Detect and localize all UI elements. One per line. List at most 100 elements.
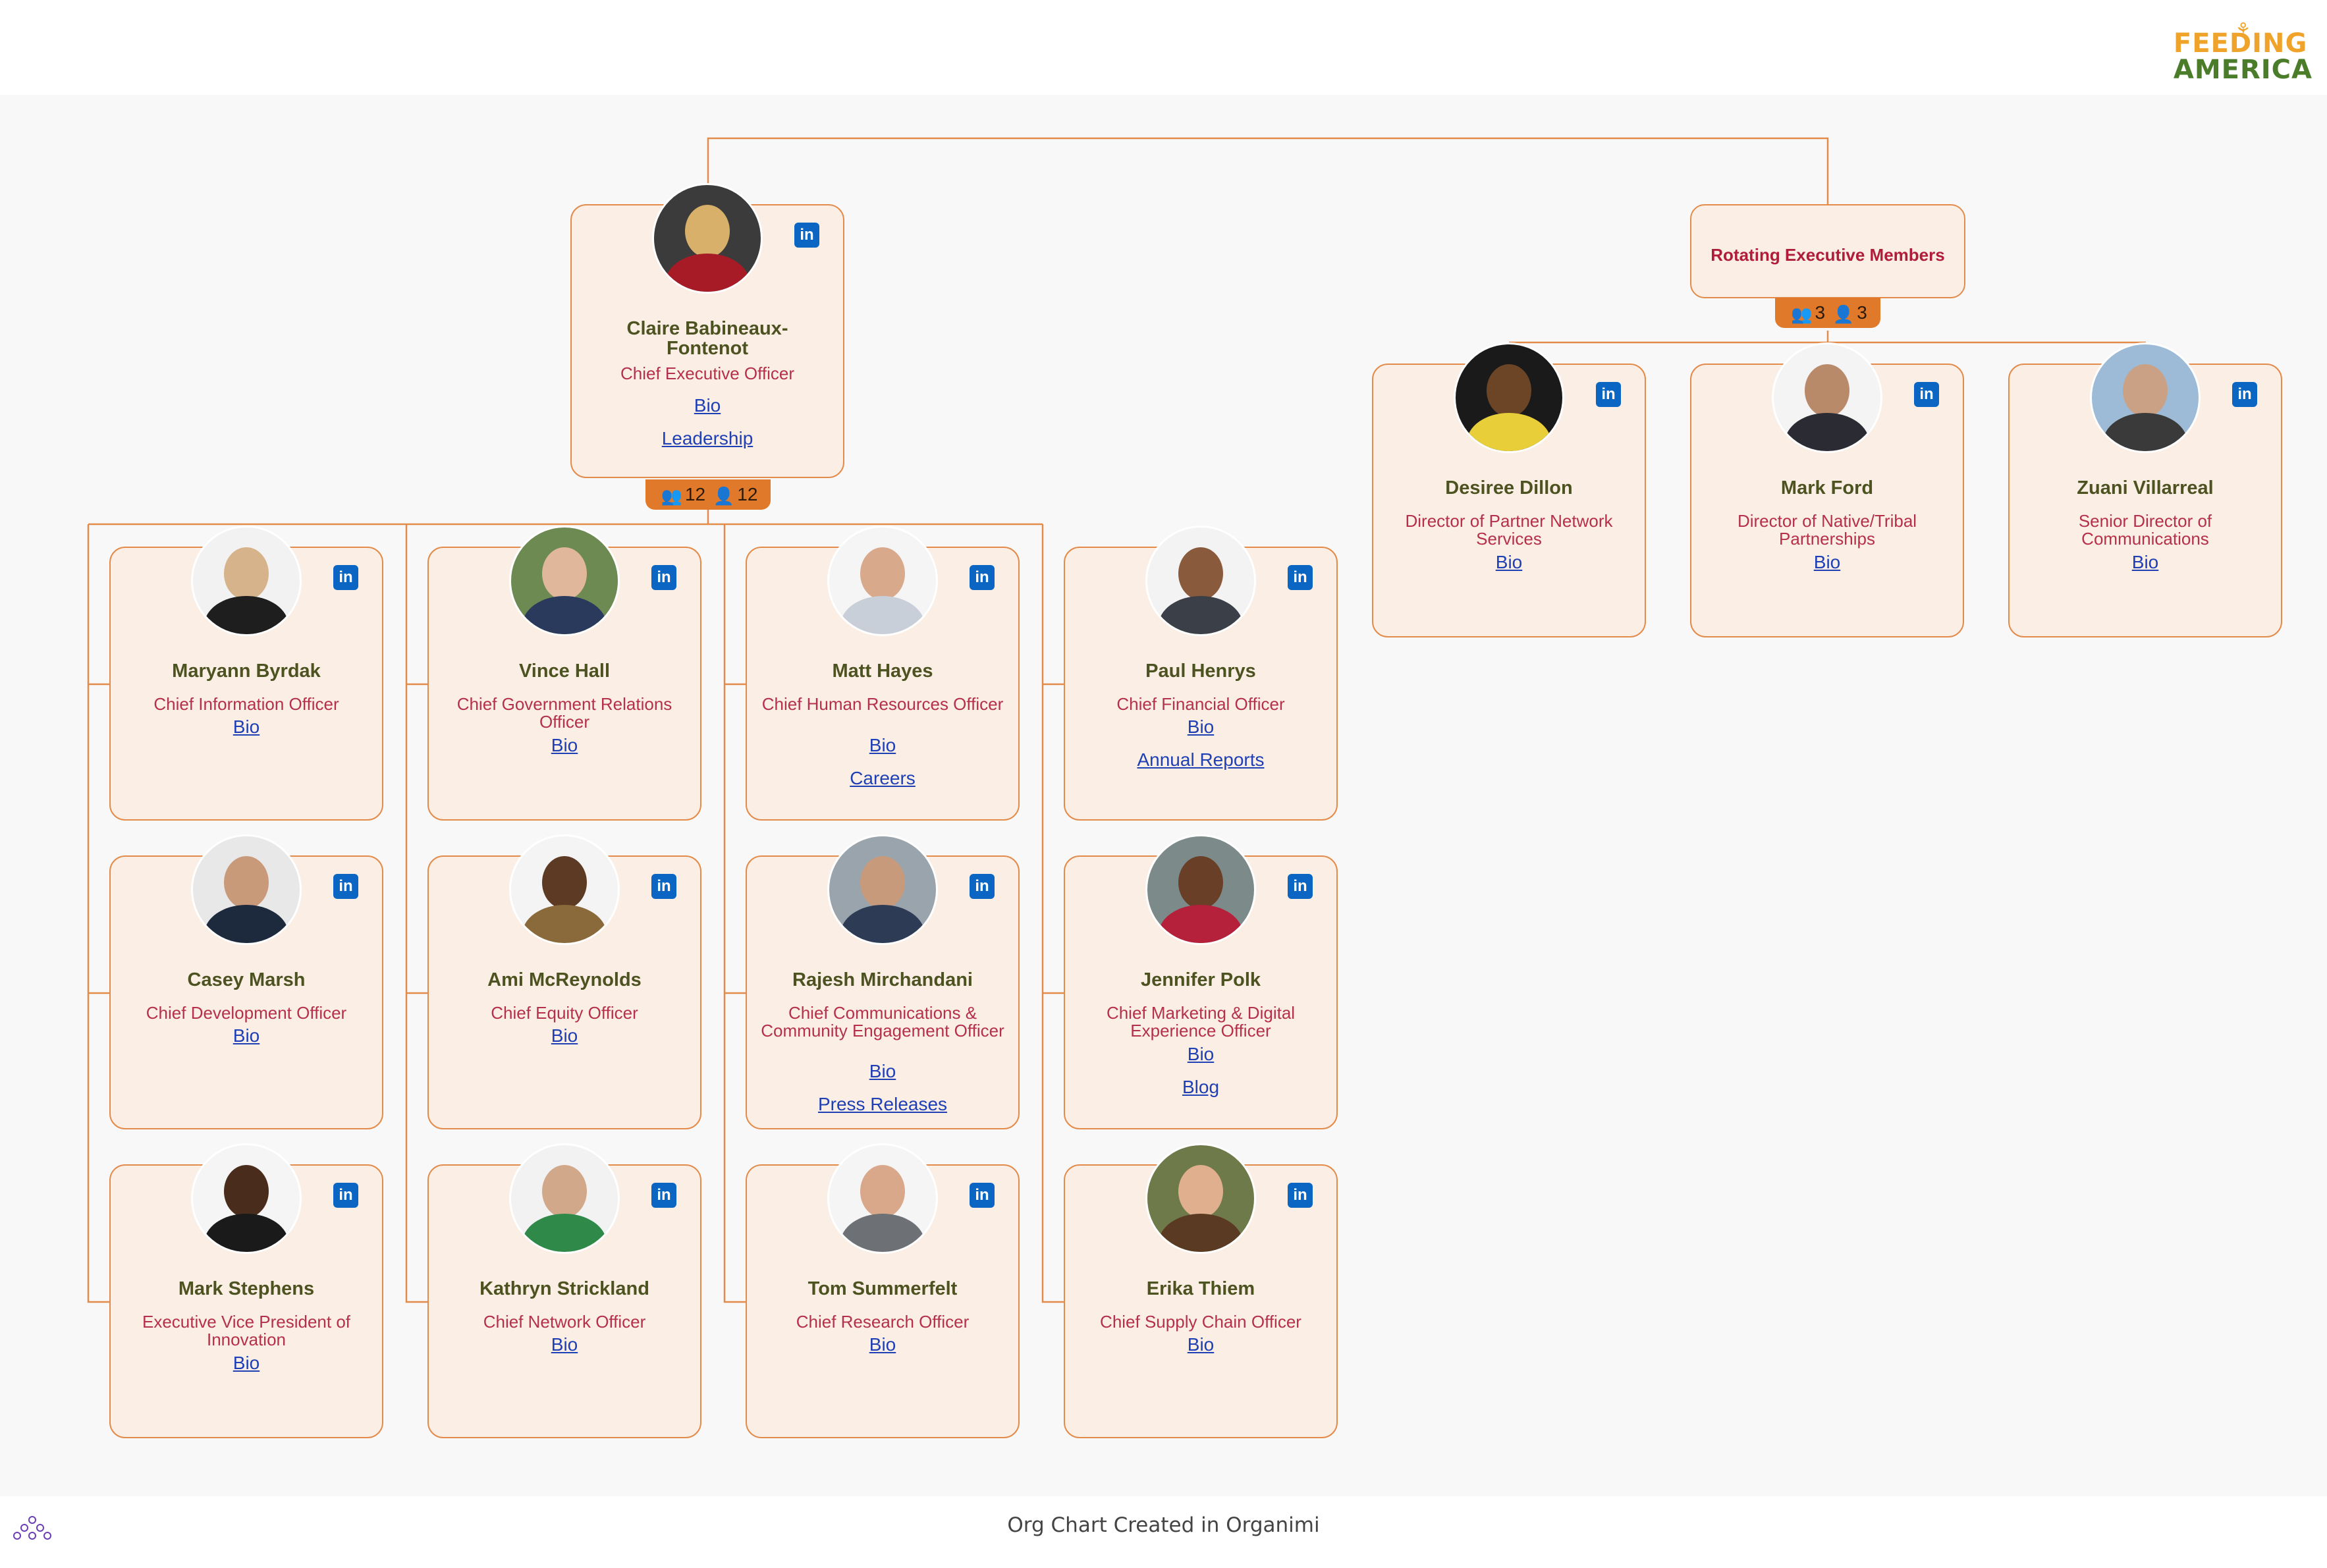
bio-link[interactable]: Bio (233, 1025, 260, 1046)
bio-link[interactable]: Bio (1187, 716, 1215, 737)
organimi-logo-icon[interactable] (13, 1516, 51, 1542)
report-name: Kathryn Strickland (479, 1278, 649, 1299)
report-card-polk[interactable]: in Jennifer Polk Chief Marketing & Digit… (1064, 834, 1338, 1129)
bio-link[interactable]: Bio (1187, 1044, 1215, 1064)
report-card-stephens[interactable]: in Mark Stephens Executive Vice Presiden… (109, 1143, 383, 1438)
report-title: Chief Human Resources Officer (761, 694, 1004, 714)
report-name: Rajesh Mirchandani (792, 969, 973, 990)
report-photo (1145, 834, 1256, 945)
ceo-count-badge[interactable]: 👥12 👤12 (645, 479, 771, 510)
member-card-dillon[interactable]: in Desiree Dillon Director of Partner Ne… (1372, 342, 1646, 637)
report-title: Chief Development Officer (146, 1003, 347, 1023)
linkedin-icon[interactable]: in (970, 1183, 995, 1208)
linkedin-icon[interactable]: in (333, 1183, 358, 1208)
bio-link[interactable]: Bio (233, 1353, 260, 1373)
report-title: Chief Government Relations Officer (456, 694, 672, 732)
report-title: Chief Supply Chain Officer (1100, 1312, 1301, 1332)
careers-link[interactable]: Careers (850, 768, 916, 788)
report-photo (827, 834, 938, 945)
report-title: Executive Vice President of Innovation (142, 1312, 351, 1349)
linkedin-icon[interactable]: in (651, 874, 676, 899)
report-card-byrdak[interactable]: in Maryann Byrdak Chief Information Offi… (109, 526, 383, 821)
report-name: Jennifer Polk (1140, 969, 1261, 990)
bio-link[interactable]: Bio (869, 1334, 896, 1355)
linkedin-icon[interactable]: in (333, 565, 358, 590)
bio-link[interactable]: Bio (694, 395, 721, 416)
blog-link[interactable]: Blog (1182, 1077, 1220, 1097)
report-name: Erika Thiem (1146, 1278, 1255, 1299)
team-count: 3 (1815, 302, 1826, 323)
report-card-marsh[interactable]: in Casey Marsh Chief Development Officer… (109, 834, 383, 1129)
report-card-mirchandani[interactable]: in Rajesh Mirchandani Chief Communicatio… (746, 834, 1020, 1129)
report-photo (827, 526, 938, 636)
member-title: Director of Native/Tribal Partnerships (1737, 511, 1917, 549)
press-releases-link[interactable]: Press Releases (817, 1094, 948, 1114)
report-card-henrys[interactable]: in Paul Henrys Chief Financial Officer B… (1064, 526, 1338, 821)
leadership-link[interactable]: Leadership (661, 428, 753, 448)
bio-link[interactable]: Bio (1187, 1334, 1215, 1355)
rotating-count-badge[interactable]: 👥3 👤3 (1775, 298, 1880, 328)
ceo-card[interactable]: in Claire Babineaux-Fontenot Chief Execu… (570, 183, 844, 478)
report-name: Tom Summerfelt (808, 1278, 958, 1299)
member-card-ford[interactable]: in Mark Ford Director of Native/Tribal P… (1690, 342, 1964, 637)
report-name: Maryann Byrdak (172, 661, 321, 682)
logo-line1: FEEDING (2173, 28, 2308, 59)
report-card-hayes[interactable]: in Matt Hayes Chief Human Resources Offi… (746, 526, 1020, 821)
bio-link[interactable]: Bio (1813, 552, 1841, 572)
report-photo (509, 526, 620, 636)
team-count: 12 (684, 484, 706, 504)
linkedin-icon[interactable]: in (1596, 382, 1621, 407)
annual-reports-link[interactable]: Annual Reports (1137, 749, 1265, 770)
report-photo (509, 1143, 620, 1254)
bio-link[interactable]: Bio (869, 735, 896, 755)
report-photo (509, 834, 620, 945)
linkedin-icon[interactable]: in (1288, 565, 1313, 590)
linkedin-icon[interactable]: in (970, 874, 995, 899)
report-photo (1145, 526, 1256, 636)
linkedin-icon[interactable]: in (970, 565, 995, 590)
linkedin-icon[interactable]: in (2232, 382, 2257, 407)
report-title: Chief Communications & Community Engagem… (761, 1003, 1004, 1041)
member-title: Director of Partner Network Services (1405, 511, 1613, 549)
member-card-villarreal[interactable]: in Zuani Villarreal Senior Director of C… (2008, 342, 2282, 637)
linkedin-icon[interactable]: in (1288, 874, 1313, 899)
bio-link[interactable]: Bio (233, 716, 260, 737)
report-title: Chief Information Officer (153, 694, 339, 714)
report-photo (1145, 1143, 1256, 1254)
team-icon: 👥 (1791, 304, 1813, 324)
report-name: Paul Henrys (1145, 661, 1256, 682)
report-card-hall[interactable]: in Vince Hall Chief Government Relations… (427, 526, 701, 821)
bio-link[interactable]: Bio (869, 1061, 896, 1081)
report-card-summerfelt[interactable]: in Tom Summerfelt Chief Research Officer… (746, 1143, 1020, 1438)
person-icon: 👤 (1832, 304, 1855, 324)
report-name: Ami McReynolds (487, 969, 642, 990)
report-name: Mark Stephens (178, 1278, 315, 1299)
bio-link[interactable]: Bio (551, 1025, 578, 1046)
wheat-icon: ⚘ (2235, 20, 2251, 40)
report-photo (191, 526, 302, 636)
rotating-group-card[interactable]: Rotating Executive Members (1690, 204, 1965, 298)
report-photo (191, 834, 302, 945)
report-card-strickland[interactable]: in Kathryn Strickland Chief Network Offi… (427, 1143, 701, 1438)
linkedin-icon[interactable]: in (333, 874, 358, 899)
bio-link[interactable]: Bio (551, 1334, 578, 1355)
linkedin-icon[interactable]: in (1914, 382, 1939, 407)
bio-link[interactable]: Bio (1495, 552, 1523, 572)
linkedin-icon[interactable]: in (651, 565, 676, 590)
linkedin-icon[interactable]: in (1288, 1183, 1313, 1208)
linkedin-icon[interactable]: in (651, 1183, 676, 1208)
bio-link[interactable]: Bio (551, 735, 578, 755)
bio-link[interactable]: Bio (2131, 552, 2159, 572)
report-title: Chief Financial Officer (1116, 694, 1285, 714)
people-count: 3 (1857, 302, 1867, 323)
member-name: Zuani Villarreal (2077, 477, 2214, 499)
member-title: Senior Director of Communications (2078, 511, 2212, 549)
report-card-mcreynolds[interactable]: in Ami McReynolds Chief Equity Officer B… (427, 834, 701, 1129)
report-card-thiem[interactable]: in Erika Thiem Chief Supply Chain Office… (1064, 1143, 1338, 1438)
ceo-photo (652, 183, 763, 294)
member-photo (1454, 342, 1564, 453)
ceo-name: Claire Babineaux-Fontenot (626, 318, 788, 359)
linkedin-icon[interactable]: in (794, 223, 819, 248)
report-photo (827, 1143, 938, 1254)
